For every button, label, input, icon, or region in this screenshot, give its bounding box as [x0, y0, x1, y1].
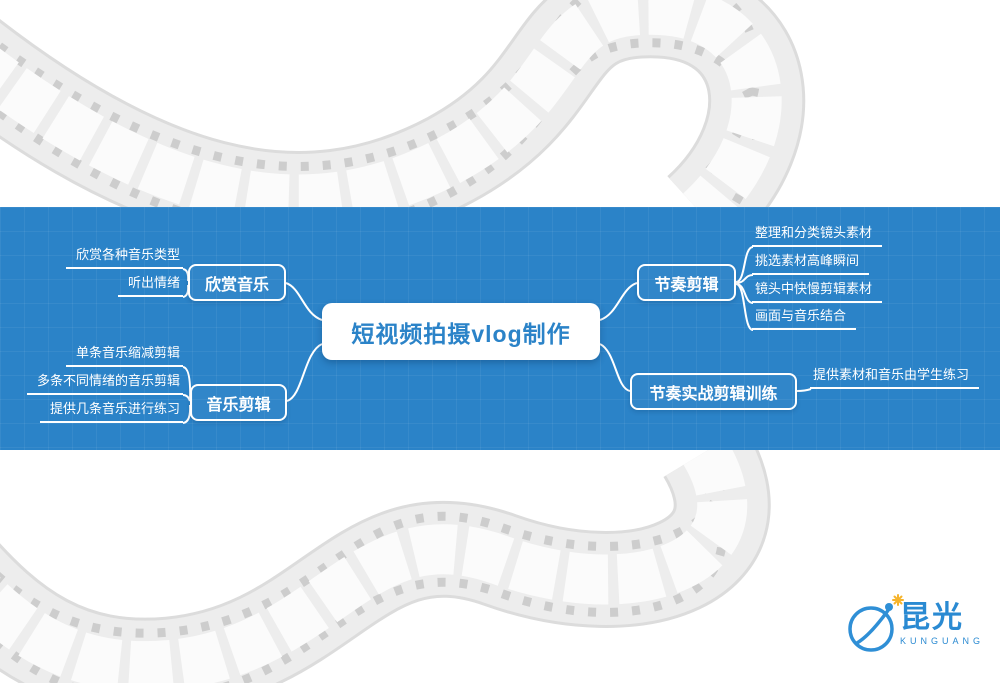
leaf-item[interactable]: 欣赏各种音乐类型: [65, 247, 183, 269]
leaf-item[interactable]: 整理和分类镜头素材: [752, 225, 883, 247]
brand-logo: 昆光 KUNGUANG: [844, 591, 984, 657]
leaf-item[interactable]: 提供素材和音乐由学生练习: [810, 367, 980, 389]
filmstrip-bottom: [0, 419, 722, 683]
logo-name: 昆光: [899, 600, 964, 634]
leaf-item[interactable]: 提供几条音乐进行练习: [39, 401, 183, 423]
branch-rhythm-practice-training[interactable]: 节奏实战剪辑训练: [630, 373, 797, 410]
leaf-item[interactable]: 画面与音乐结合: [752, 308, 857, 330]
branch-music-editing[interactable]: 音乐剪辑: [190, 384, 287, 421]
leaf-item[interactable]: 多条不同情绪的音乐剪辑: [26, 373, 183, 395]
leaf-item[interactable]: 挑选素材高峰瞬间: [752, 253, 870, 275]
leaf-item[interactable]: 听出情绪: [117, 275, 183, 297]
branch-appreciate-music[interactable]: 欣赏音乐: [188, 264, 286, 301]
root-node[interactable]: 短视频拍摄vlog制作: [322, 303, 600, 360]
leaf-item[interactable]: 单条音乐缩减剪辑: [65, 345, 183, 367]
leaf-item[interactable]: 镜头中快慢剪辑素材: [752, 281, 883, 303]
branch-rhythm-editing[interactable]: 节奏剪辑: [637, 264, 736, 301]
sparkle-icon: [891, 594, 904, 606]
kunguang-logo-icon: [848, 594, 904, 652]
logo-subtitle: KUNGUANG: [899, 635, 984, 646]
